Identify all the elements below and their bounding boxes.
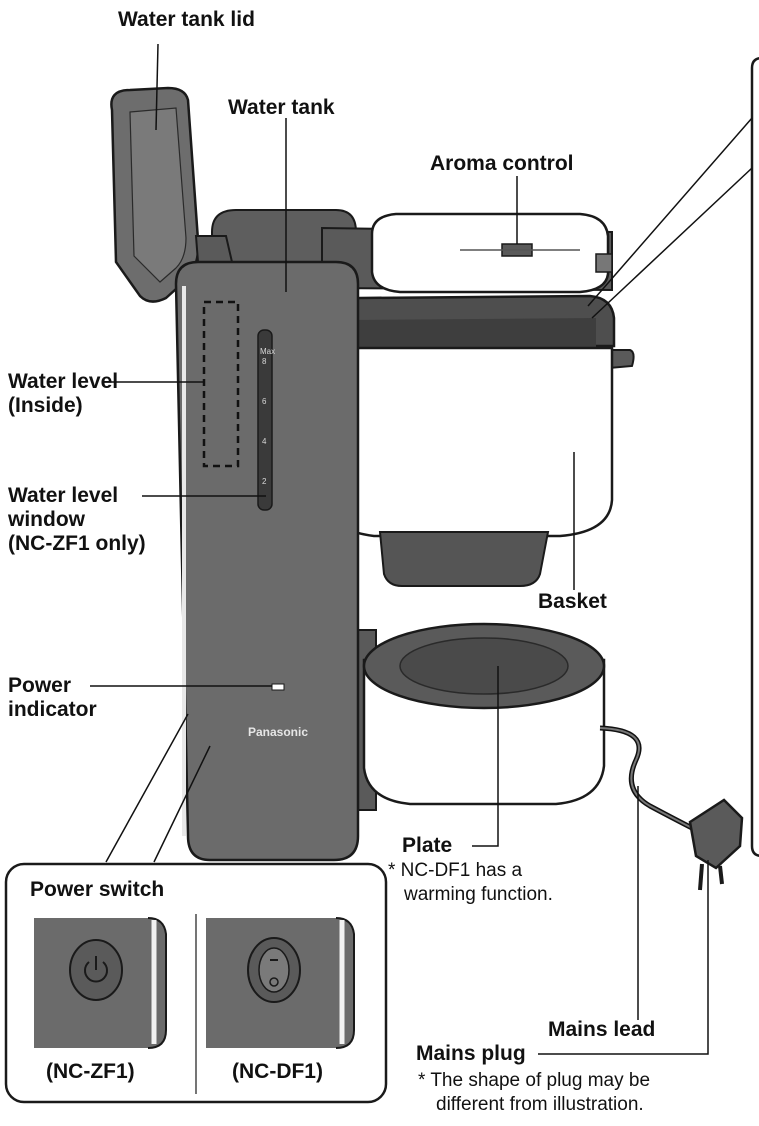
label-power-indicator: indicator — [8, 698, 97, 721]
side-panel-frame — [750, 57, 759, 857]
label-water-level-inside: (Inside) — [8, 394, 83, 417]
label-water-level-window-2: window — [8, 508, 85, 531]
plate-note-line1: * NC-DF1 has a — [388, 860, 523, 881]
label-water-level: Water level — [8, 370, 119, 393]
label-mains-lead: Mains lead — [548, 1018, 656, 1041]
scale-2: 2 — [262, 477, 267, 486]
scale-8: 8 — [262, 357, 267, 366]
label-basket: Basket — [538, 590, 607, 613]
cover-clip — [595, 253, 613, 273]
plug-note-line1: * The shape of plug may be — [418, 1070, 651, 1091]
label-mains-plug: Mains plug — [416, 1042, 526, 1065]
leader-lines — [90, 43, 753, 1055]
basket-body — [320, 346, 614, 538]
label-water-tank-lid: Water tank lid — [118, 8, 255, 31]
basket-bottom — [378, 531, 550, 587]
basket-inner — [352, 318, 596, 352]
label-power: Power — [8, 674, 72, 697]
label-aroma-control: Aroma control — [430, 152, 574, 175]
plug-note-line2: different from illustration. — [436, 1094, 644, 1115]
power-indicator-light — [271, 683, 285, 691]
plate-note-line2: warming function. — [404, 884, 553, 905]
water-tank-lid-inner — [129, 107, 187, 283]
mains-lead-shape — [599, 725, 702, 835]
label-water-tank: Water tank — [228, 96, 335, 119]
label-model-zf1: (NC-ZF1) — [46, 1060, 135, 1083]
mains-plug-shape — [688, 798, 744, 870]
label-model-df1: (NC-DF1) — [232, 1060, 323, 1083]
water-tank-body — [174, 260, 360, 862]
power-icon — [84, 961, 108, 983]
water-level-window-shape — [257, 329, 273, 511]
scale-max: Max — [260, 347, 275, 356]
scale-4: 4 — [262, 437, 267, 446]
label-water-level-window: Water level — [8, 484, 119, 507]
aroma-cover — [370, 212, 610, 294]
label-power-switch: Power switch — [30, 878, 165, 901]
brand-logo: Panasonic — [248, 725, 308, 739]
label-water-level-window-model: (NC-ZF1 only) — [8, 532, 146, 555]
water-level-inside-marker — [202, 300, 240, 468]
lid-hinge — [194, 235, 234, 263]
scale-6: 6 — [262, 397, 267, 406]
label-plate: Plate — [402, 834, 453, 857]
